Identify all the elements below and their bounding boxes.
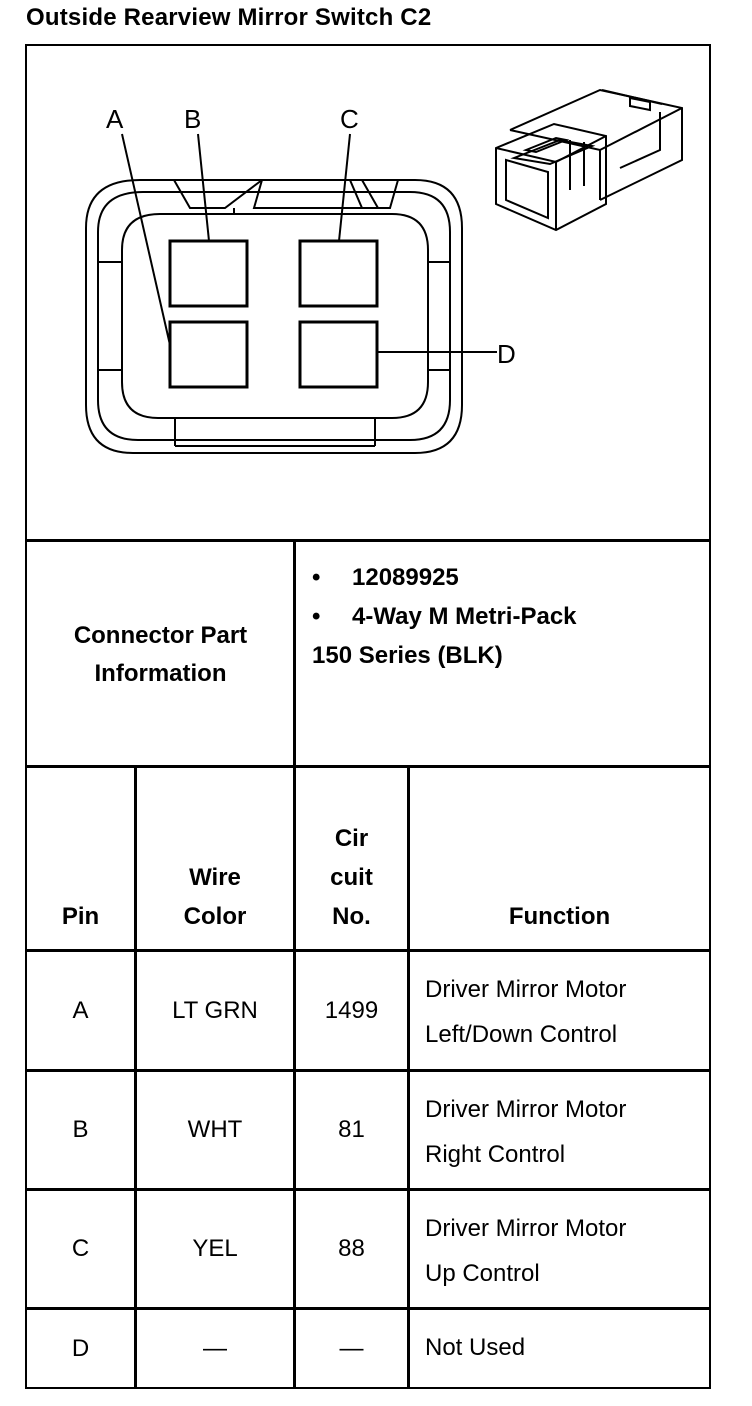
connector-face-svg: A B C D xyxy=(85,88,683,454)
table-frame xyxy=(25,44,711,1389)
divider xyxy=(293,541,296,767)
row-a-function-line1: Driver Mirror Motor xyxy=(425,976,627,1003)
part-description-2: 150 Series (BLK) xyxy=(312,642,503,669)
divider xyxy=(407,767,410,1387)
row-c-pin: C xyxy=(71,1235,90,1262)
row-a-function: Driver Mirror Motor Left/Down Control xyxy=(425,967,626,1057)
row-b-circuit: 81 xyxy=(338,1116,365,1143)
row-d-circuit: — xyxy=(339,1334,364,1362)
divider xyxy=(25,1307,711,1310)
row-b-function-line2: Right Control xyxy=(425,1141,566,1168)
part-description-1: 4-Way M Metri-Pack xyxy=(352,603,577,630)
divider xyxy=(25,1069,711,1072)
header-wire-line1: Wire xyxy=(189,864,241,891)
row-d-function-line1: Not Used xyxy=(425,1334,526,1361)
row-c-wire: YEL xyxy=(192,1235,238,1262)
row-d-function: Not Used xyxy=(425,1325,525,1370)
row-a-function-line2: Left/Down Control xyxy=(425,1021,618,1048)
header-circuit-line1: Cir xyxy=(334,825,369,852)
header-pin: Pin xyxy=(61,903,100,930)
connector-3d-icon xyxy=(495,88,683,232)
cpi-label-line1: Connector Part xyxy=(73,622,248,649)
header-circuit-line3: No. xyxy=(332,903,371,930)
row-c-function: Driver Mirror Motor Up Control xyxy=(425,1206,626,1296)
row-b-function: Driver Mirror Motor Right Control xyxy=(425,1087,626,1177)
page-title: Outside Rearview Mirror Switch C2 xyxy=(26,4,432,31)
divider xyxy=(25,1188,711,1191)
divider xyxy=(134,767,137,1387)
header-wire-color: Wire Color xyxy=(137,858,293,936)
header-wire-line2: Color xyxy=(183,903,247,930)
header-circuit: Cir cuit No. xyxy=(296,819,407,936)
row-d-wire: — xyxy=(203,1334,227,1362)
row-b-function-line1: Driver Mirror Motor xyxy=(425,1096,627,1123)
row-c-function-line1: Driver Mirror Motor xyxy=(425,1215,627,1242)
part-number: 12089925 xyxy=(352,564,459,591)
part-number-line: • 12089925 xyxy=(312,558,577,597)
bullet: • xyxy=(312,564,321,591)
pin-a-label: A xyxy=(106,104,124,134)
pin-b-label: B xyxy=(184,104,201,134)
pin-c-label: C xyxy=(340,104,359,134)
divider xyxy=(25,765,711,768)
bullet: • xyxy=(312,603,321,630)
divider xyxy=(25,539,711,542)
part-desc-line1: • 4-Way M Metri-Pack xyxy=(312,597,577,636)
part-info-values: • 12089925 • 4-Way M Metri-Pack 150 Series… xyxy=(312,558,577,675)
connector-part-info-label: Connector Part Information xyxy=(27,544,294,766)
header-circuit-line2: cuit xyxy=(330,864,373,891)
row-a-pin: A xyxy=(72,996,89,1024)
row-c-function-line2: Up Control xyxy=(425,1260,540,1287)
row-c-circuit: 88 xyxy=(338,1235,365,1262)
row-b-wire: WHT xyxy=(187,1116,243,1143)
connector-diagram: A B C D xyxy=(27,46,709,540)
cpi-label-line2: Information xyxy=(94,660,227,687)
pin-d-label: D xyxy=(497,339,516,369)
header-function: Function xyxy=(508,903,611,930)
row-d-pin: D xyxy=(71,1334,90,1362)
row-b-pin: B xyxy=(72,1116,89,1143)
divider xyxy=(293,767,296,1387)
divider xyxy=(25,949,711,952)
row-a-wire: LT GRN xyxy=(172,996,258,1024)
row-a-circuit: 1499 xyxy=(324,996,379,1024)
